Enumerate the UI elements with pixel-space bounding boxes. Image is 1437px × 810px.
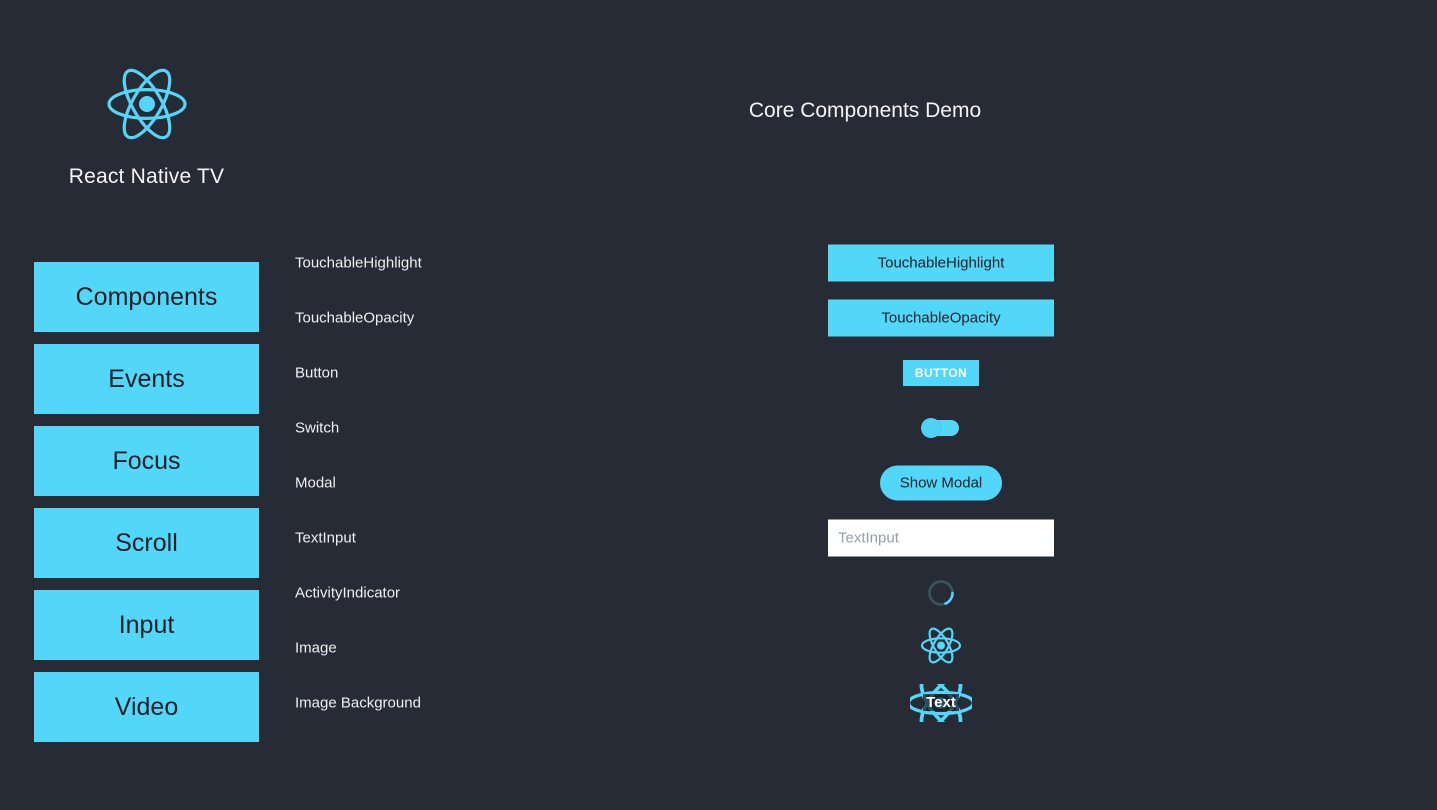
- row-image: Image: [293, 620, 1437, 675]
- react-logo-icon: [0, 62, 293, 151]
- row-text-input: TextInput: [293, 510, 1437, 565]
- row-button: Button BUTTON: [293, 345, 1437, 400]
- row-label: Image Background: [295, 694, 421, 711]
- row-widget: Text: [828, 683, 1054, 722]
- touchable-highlight-button[interactable]: TouchableHighlight: [828, 244, 1054, 281]
- sidebar-item-components[interactable]: Components: [34, 262, 259, 332]
- row-widget: BUTTON: [828, 359, 1054, 386]
- sidebar: React Native TV Components Events Focus …: [0, 0, 293, 810]
- sidebar-item-scroll[interactable]: Scroll: [34, 508, 259, 578]
- show-modal-button[interactable]: Show Modal: [879, 465, 1003, 500]
- switch-thumb: [921, 417, 941, 438]
- row-touchable-highlight: TouchableHighlight TouchableHighlight: [293, 235, 1437, 290]
- row-label: Switch: [295, 419, 340, 436]
- row-label: Image: [295, 639, 337, 656]
- row-switch: Switch: [293, 400, 1437, 455]
- row-touchable-opacity: TouchableOpacity TouchableOpacity: [293, 290, 1437, 345]
- row-modal: Modal Show Modal: [293, 455, 1437, 510]
- row-widget: [828, 519, 1054, 556]
- demo-button[interactable]: BUTTON: [902, 359, 980, 386]
- image-background: Text: [910, 683, 972, 722]
- row-image-background: Image Background: [293, 675, 1437, 730]
- row-label: TouchableOpacity: [295, 309, 415, 326]
- row-widget: TouchableHighlight: [828, 244, 1054, 281]
- main-content: Core Components Demo TouchableHighlight …: [293, 0, 1437, 810]
- sidebar-item-video[interactable]: Video: [34, 672, 259, 742]
- text-input[interactable]: [828, 519, 1054, 556]
- row-label: TouchableHighlight: [295, 254, 422, 271]
- component-list: TouchableHighlight TouchableHighlight To…: [293, 235, 1437, 730]
- row-widget: [828, 624, 1054, 671]
- row-label: Button: [295, 364, 339, 381]
- row-widget: TouchableOpacity: [828, 299, 1054, 336]
- page-title: Core Components Demo: [748, 99, 982, 122]
- sidebar-nav: Components Events Focus Scroll Input Vid…: [34, 262, 259, 754]
- row-activity-indicator: ActivityIndicator: [293, 565, 1437, 620]
- switch-toggle[interactable]: [921, 417, 959, 438]
- sidebar-item-input[interactable]: Input: [34, 590, 259, 660]
- row-label: TextInput: [295, 529, 356, 546]
- row-label: Modal: [295, 474, 336, 491]
- row-widget: [828, 578, 1054, 608]
- image-background-text: Text: [923, 694, 959, 711]
- react-logo-icon: [920, 624, 962, 671]
- touchable-opacity-button[interactable]: TouchableOpacity: [828, 299, 1054, 336]
- sidebar-item-focus[interactable]: Focus: [34, 426, 259, 496]
- sidebar-item-events[interactable]: Events: [34, 344, 259, 414]
- row-widget: Show Modal: [828, 465, 1054, 500]
- activity-indicator-icon: [926, 578, 956, 608]
- brand-title: React Native TV: [68, 165, 225, 188]
- row-widget: [828, 417, 1054, 438]
- brand-block: React Native TV: [0, 62, 293, 189]
- row-label: ActivityIndicator: [295, 584, 401, 601]
